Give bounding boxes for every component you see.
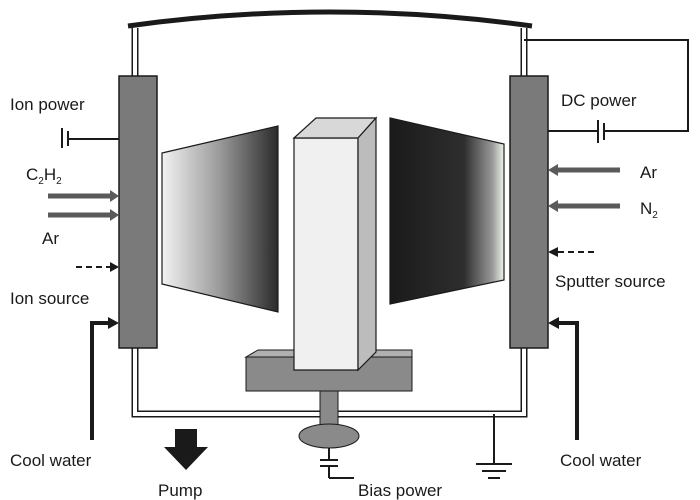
gas-inlet-c2h2-icon	[48, 190, 119, 202]
ion-source-label: Ion source	[10, 289, 89, 308]
ar-left-label: Ar	[42, 229, 59, 248]
sputter-source-arrow-icon	[548, 247, 594, 257]
cool-water-left-pipe-icon	[90, 317, 119, 440]
ground-icon	[476, 414, 512, 479]
chamber-lid	[127, 9, 533, 29]
cool-water-right-pipe-icon	[548, 317, 579, 440]
bias-power-label: Bias power	[358, 481, 442, 500]
cool-water-right-label: Cool water	[560, 451, 642, 470]
ion-source-plate	[118, 75, 158, 349]
ion-power-capacitor-icon	[61, 128, 119, 148]
gas-inlet-n2-icon	[548, 200, 620, 212]
ion-source-arrow-icon	[76, 262, 119, 272]
n2-label: N2	[640, 199, 658, 221]
cool-water-left-label: Cool water	[10, 451, 92, 470]
sputter-source-plate	[509, 75, 549, 349]
sputter-source-label: Sputter source	[555, 272, 666, 291]
gas-inlet-ar-right-icon	[548, 164, 620, 176]
ion-plasma-cone	[161, 125, 279, 313]
ar-right-label: Ar	[640, 163, 657, 182]
sputter-plasma-cone	[389, 117, 505, 305]
dc-power-label: DC power	[561, 91, 637, 110]
bias-power-capacitor-icon	[320, 448, 354, 479]
ion-power-label: Ion power	[10, 95, 85, 114]
pump-label: Pump	[158, 481, 202, 500]
pump-arrow-icon	[164, 429, 208, 470]
gas-inlet-ar-left-icon	[48, 209, 119, 221]
c2h2-label: C2H2	[26, 165, 62, 187]
substrate-block	[292, 116, 378, 372]
dc-power-wiring-icon	[524, 39, 689, 143]
